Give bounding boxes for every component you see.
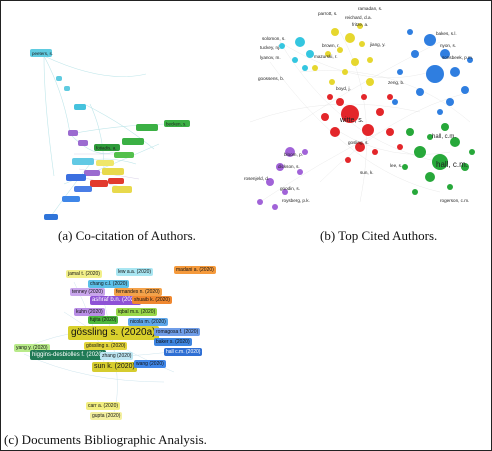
panel-b-node-label: dickson, s. [278, 164, 300, 169]
panel-b-node-label: roysberg, p.k. [282, 198, 310, 203]
panel-c-bibliographic-network: jamal t. (2020) lew a.a. (2020) madani a… [4, 262, 234, 428]
panel-b-node-label: bloom, p. [284, 152, 303, 157]
node-higgins: higgins-desbiolles f. (2020) [30, 350, 106, 360]
panel-b-node-label: rosenjeld, d. [244, 176, 269, 181]
node-romagosa: romagosa f. (2020) [154, 328, 201, 336]
node-ashraf: ashraf b.n. (2020) [90, 296, 142, 305]
panel-b-node-label: witte, s. [339, 117, 364, 124]
panel-b-node-label: fritze, a. [352, 22, 368, 27]
node-madani: madani a. (2020) [174, 266, 216, 274]
panel-c-caption: (c) Documents Bibliographic Analysis. [4, 432, 207, 447]
node-zhang: zhang (2020) [100, 352, 134, 360]
panel-a-node-label: fotiadis, a. [96, 146, 117, 151]
panel-a-co-citation-network: peeters, s. becken, s. fotiadis, a. [4, 4, 244, 224]
node-nicola: nicola m. (2020) [128, 318, 168, 326]
node-gupta: gupta (2020) [90, 412, 123, 420]
node-gossling-2020: gössling s. (2020) [84, 342, 128, 350]
panel-b-node-label: goodin, s. [280, 186, 300, 191]
node-tenney: tenney (2020) [70, 288, 105, 296]
panel-b-node-label: lee, s. [390, 163, 402, 168]
panel-a-caption: (a) Co-citation of Authors. [58, 228, 196, 243]
panel-b-node-label: bakes, s.l. [436, 31, 457, 36]
node-hall: hall c.m. (2020) [164, 348, 203, 356]
node-baker: baker s. (2020) [154, 338, 192, 346]
node-gossling-2020a: gössling s. (2020a) [68, 326, 159, 340]
node-chang: chang c.l. (2020) [88, 280, 130, 288]
panel-b-node-label: hall, c.m. [432, 134, 456, 140]
panel-a-node-label: peeters, s. [32, 51, 53, 56]
panel-b-node-label: goossens, b. [258, 76, 284, 81]
panel-b-node-label: sonsbeek, p.m. [442, 55, 473, 60]
panel-b-node-label: tuckey, nj. [260, 45, 280, 50]
panel-b-node-label: boyd, j. [336, 86, 351, 91]
node-iqbal: iqbal m.s. (2020) [116, 308, 158, 316]
node-wang: wang (2020) [134, 360, 166, 368]
node-yang: yang y. (2020) [14, 344, 50, 352]
node-shuaib: shuaib k. (2020) [132, 296, 172, 304]
panel-b-node-label: mazurski, r. [314, 54, 337, 59]
panel-a-network-svg: peeters, s. becken, s. fotiadis, a. [30, 49, 190, 220]
node-kuhn: kuhn (2020) [74, 308, 105, 316]
panel-b-node-label: rogerson, c.m. [440, 198, 469, 203]
node-lew: lew a.a. (2020) [116, 268, 154, 276]
panel-b-node-label: zeng, b. [388, 80, 404, 85]
panel-b-node-label: lyanov, m. [260, 55, 281, 60]
panel-b-node-label: hall, c.m. [436, 160, 468, 169]
panel-b-node-label: sun, k. [360, 170, 374, 175]
panel-b-node-label: reichard, d.a. [345, 15, 372, 20]
node-sun: sun k. (2020) [92, 362, 137, 372]
node-carr: carr a. (2020) [86, 402, 121, 410]
panel-b-node-label: solomon, s. [262, 36, 286, 41]
panel-b-top-cited-network: ramadan, s. parrott, s. reichard, d.a. f… [240, 2, 490, 224]
panel-b-node-label: parrott, s. [318, 11, 337, 16]
panel-b-network-svg: ramadan, s. parrott, s. reichard, d.a. f… [244, 6, 475, 210]
panel-b-node-label: ramadan, s. [358, 6, 382, 11]
node-fujita: fujita (2020) [88, 316, 119, 324]
panel-b-node-label: brown, r. [322, 43, 340, 48]
panel-b-node-label: gosling, s. [348, 140, 369, 145]
node-jamal: jamal t. (2020) [66, 270, 102, 278]
panel-a-node-label: becken, s. [166, 122, 187, 127]
panel-b-node-label: jiang, y. [369, 42, 386, 47]
panel-b-node-label: nyon, s. [440, 43, 456, 48]
node-fernandes: fernandes n. (2020) [114, 288, 162, 296]
panel-b-caption: (b) Top Cited Authors. [320, 228, 438, 243]
